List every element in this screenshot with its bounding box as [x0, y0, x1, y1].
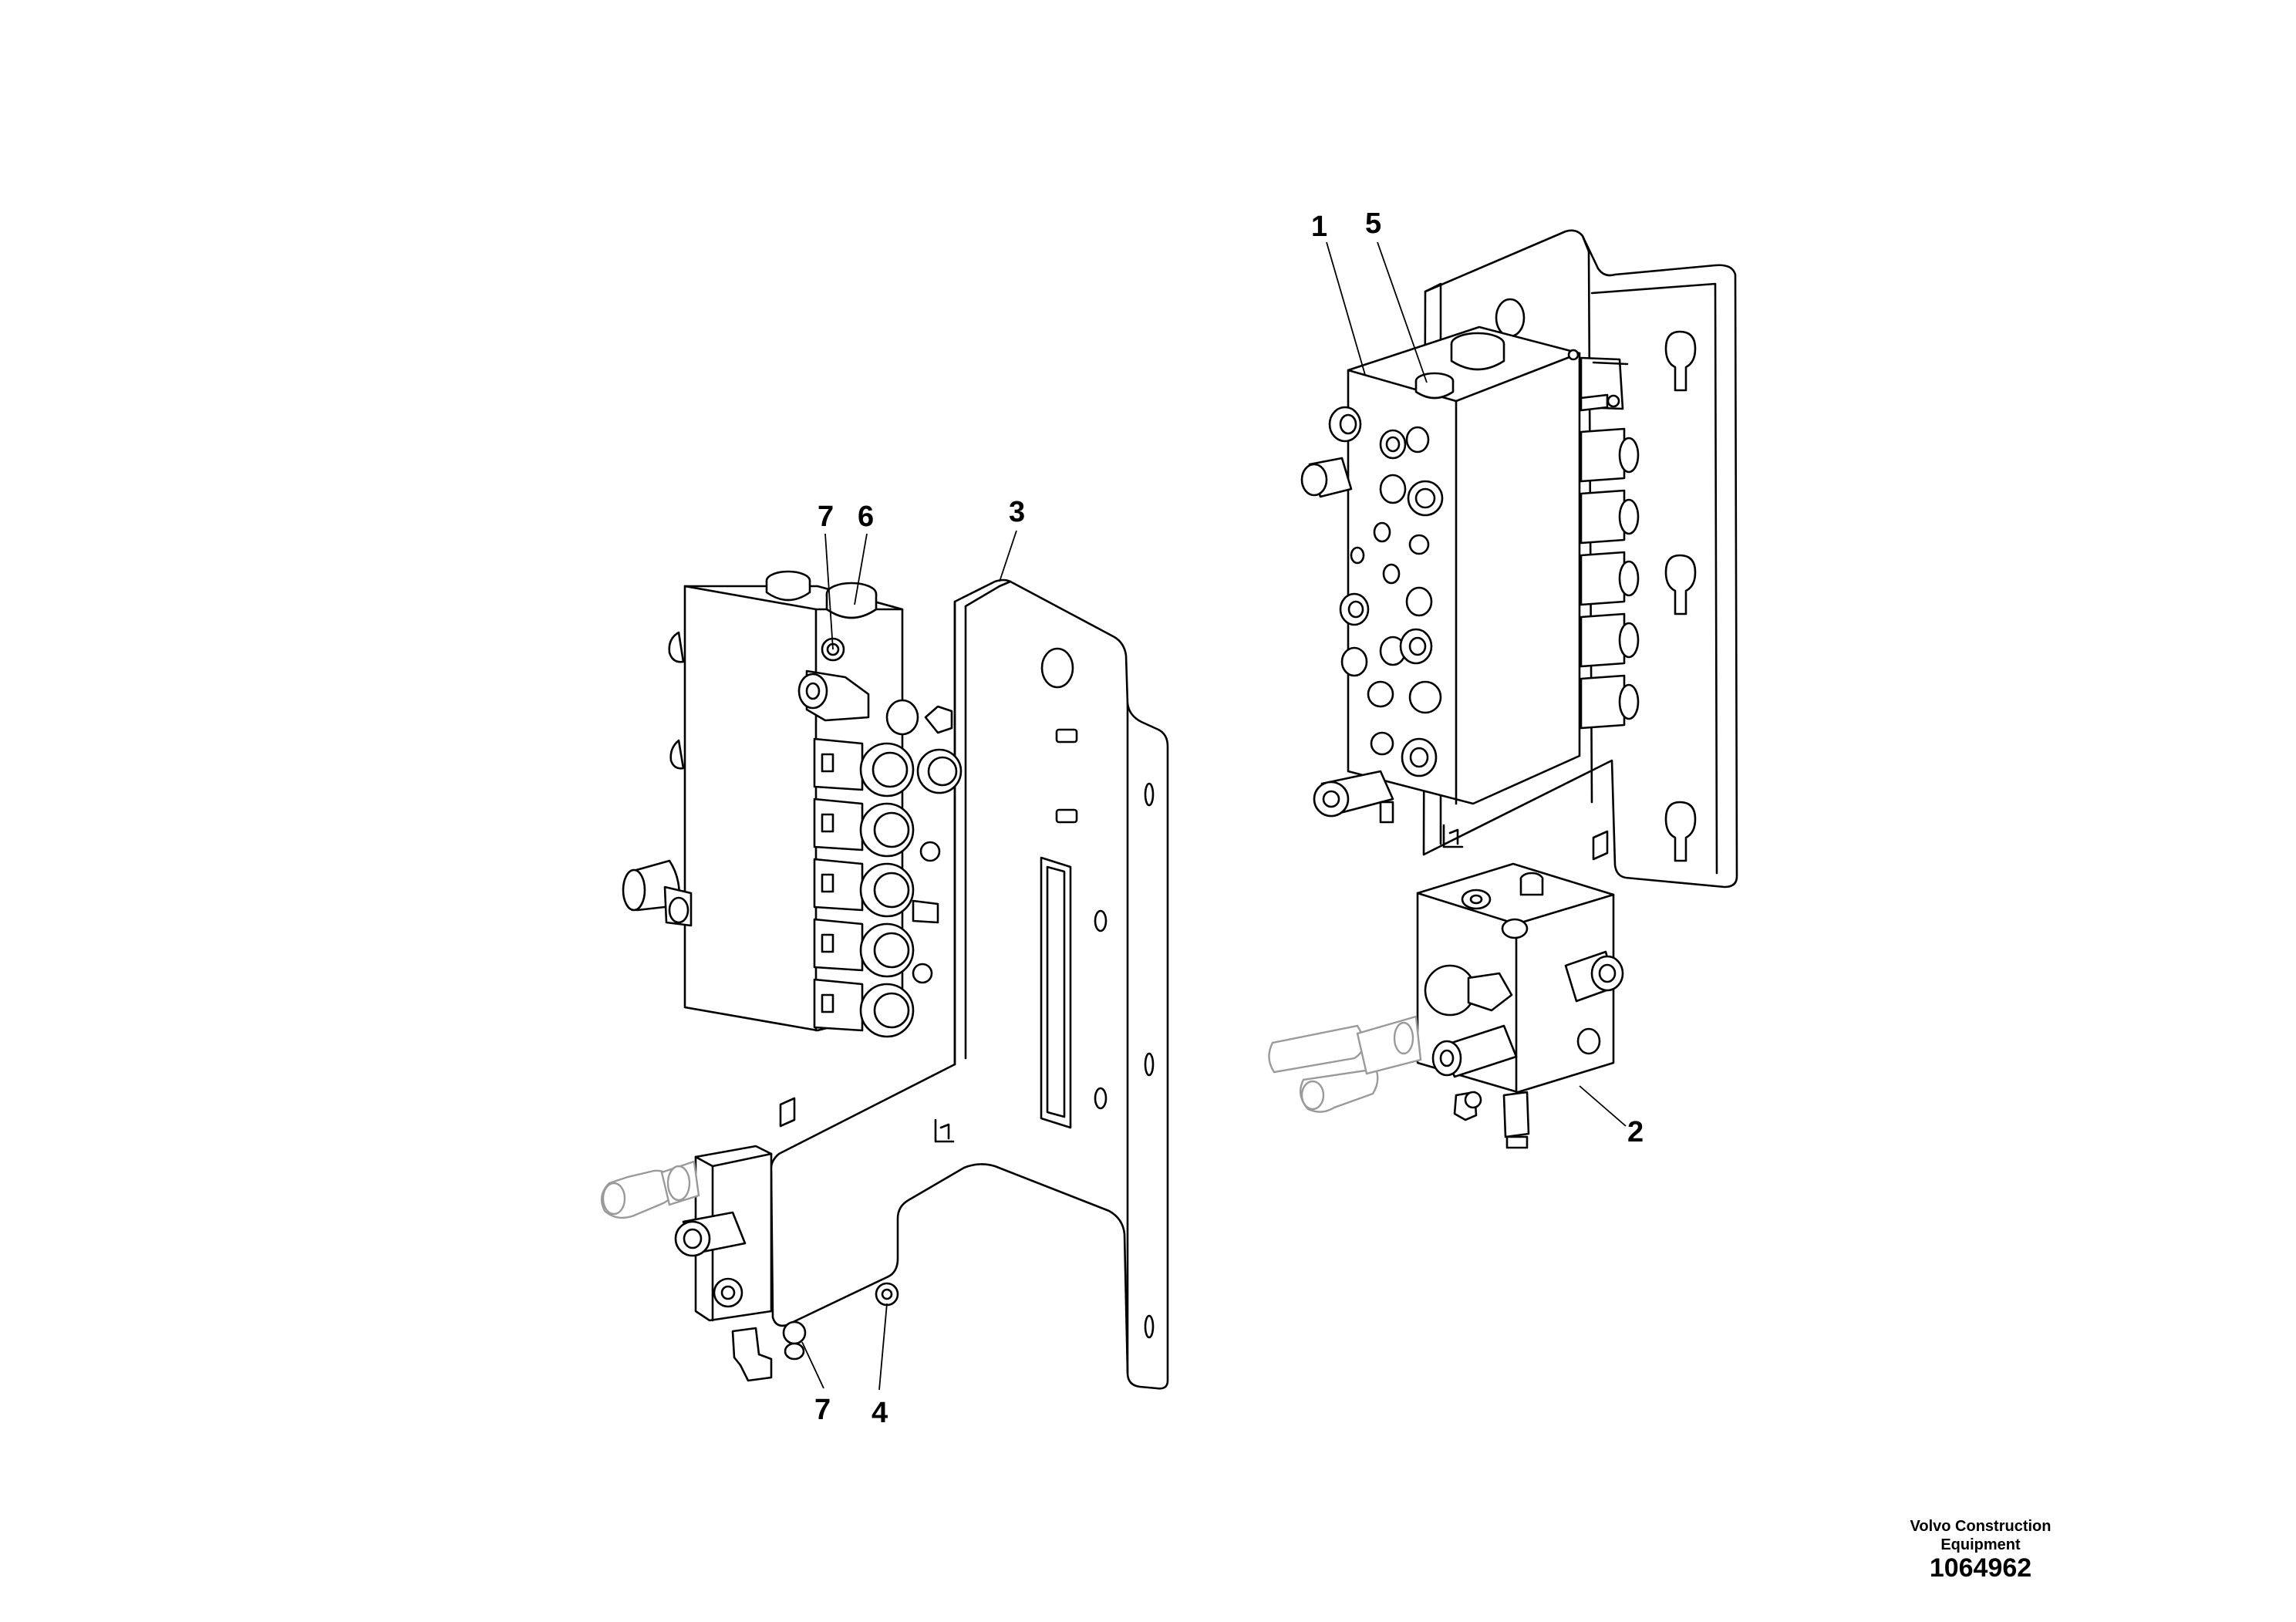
solenoid-unit [813, 737, 963, 798]
callout-1: 1 [1311, 211, 1327, 243]
leader-line-2 [1579, 1085, 1627, 1127]
solenoid-unit [813, 918, 933, 984]
callout-4: 4 [872, 1397, 888, 1429]
company-name-line-2: Equipment [1940, 1536, 2021, 1553]
leader-line-6 [854, 533, 868, 605]
document-number: 1064962 [1929, 1553, 2032, 1583]
right-block-fittings [1300, 406, 1444, 824]
right-lower-valve [1268, 862, 1624, 1149]
solenoid-unit [813, 858, 939, 924]
leader-line-1 [1326, 241, 1366, 376]
leader-line-5 [1377, 241, 1428, 383]
callout-6: 6 [858, 501, 874, 533]
left-assembly [600, 570, 1169, 1390]
leader-line-3 [999, 530, 1017, 582]
callout-5: 5 [1365, 207, 1381, 240]
callout-3: 3 [1009, 496, 1025, 528]
leader-line-7-top [824, 533, 834, 650]
callout-7-upper: 7 [818, 501, 834, 533]
callout-7-lower: 7 [814, 1394, 831, 1426]
solenoid-unit [813, 978, 915, 1038]
callout-labels: 7 6 3 7 4 1 5 2 [814, 207, 1644, 1429]
company-name-line-1: Volvo Construction [1910, 1518, 2052, 1535]
right-valve-block [1300, 325, 1620, 824]
solenoid-unit [813, 798, 941, 862]
leader-line-7-bottom [801, 1341, 824, 1389]
right-assembly [1268, 229, 1738, 1149]
callout-2: 2 [1627, 1116, 1644, 1148]
left-solenoid-stack [797, 637, 963, 1038]
leader-line-4 [878, 1303, 888, 1391]
right-solenoid-strip [1580, 356, 1640, 730]
left-lower-valve [600, 1145, 899, 1382]
company-name: Volvo Construction Equipment [1749, 1517, 2212, 1554]
leader-lines [801, 241, 1627, 1391]
